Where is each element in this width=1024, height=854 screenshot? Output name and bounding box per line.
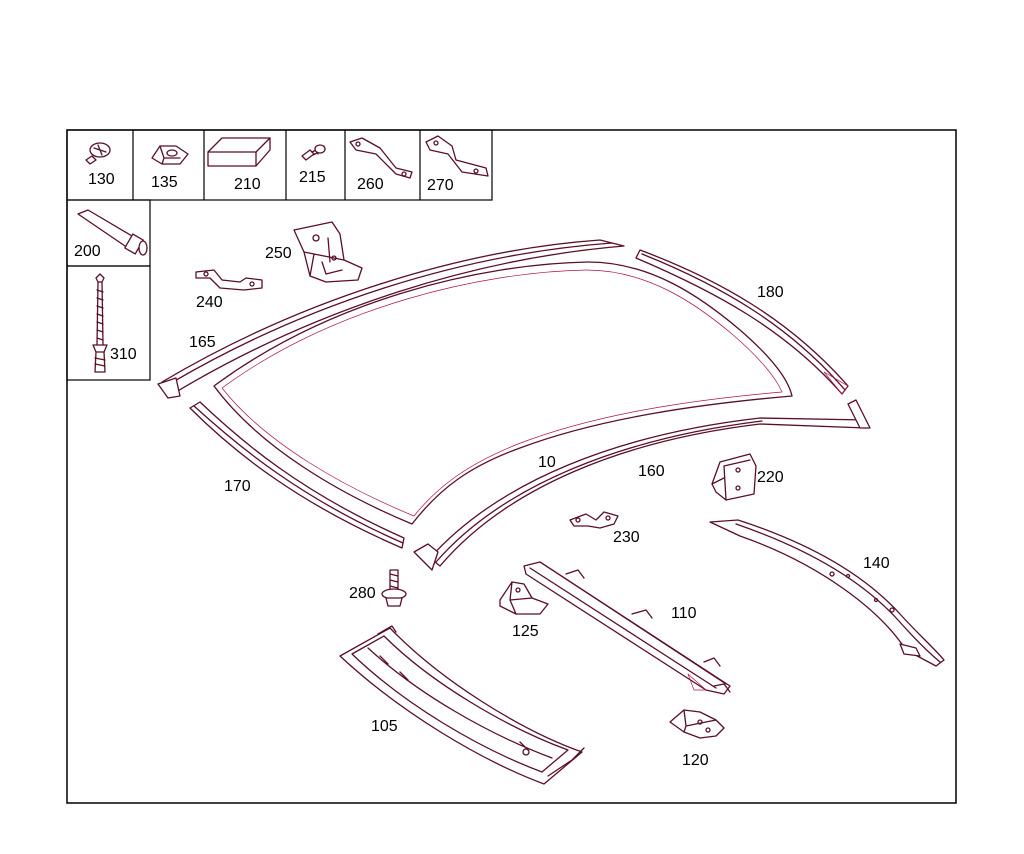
mounting-bracket-250 <box>293 221 363 283</box>
part-label-130: 130 <box>88 171 115 188</box>
part-label-270: 270 <box>427 177 454 194</box>
callout-240: 240 <box>196 294 223 311</box>
diagram-border <box>66 129 957 804</box>
callout-280: 280 <box>349 585 376 602</box>
bracket-220 <box>711 453 757 501</box>
side-strip-160 <box>413 399 871 571</box>
callout-165: 165 <box>189 334 216 351</box>
rear-rail-140 <box>709 519 945 667</box>
part-label-215: 215 <box>299 169 326 186</box>
callout-110: 110 <box>671 605 697 622</box>
callout-10: 10 <box>538 454 556 471</box>
callout-125: 125 <box>512 623 539 640</box>
bracket-125 <box>499 581 549 615</box>
adhesive-tube-icon <box>77 209 148 256</box>
part-label-200: 200 <box>74 243 101 260</box>
callout-160: 160 <box>638 463 665 480</box>
rear-trim-strip-180 <box>635 249 849 395</box>
cross-rail-110 <box>523 561 731 695</box>
callout-220: 220 <box>757 469 784 486</box>
callout-170: 170 <box>224 478 251 495</box>
legend-grid <box>66 129 493 381</box>
bolt-280 <box>381 569 407 607</box>
front-trim-strip-165 <box>157 239 625 399</box>
foam-block-icon <box>207 137 271 167</box>
callout-230: 230 <box>613 529 640 546</box>
bracket-120 <box>669 709 725 739</box>
angle-bracket-icon <box>425 135 489 177</box>
callout-120: 120 <box>682 752 709 769</box>
part-label-210: 210 <box>234 176 261 193</box>
long-bolt-icon <box>92 273 108 373</box>
part-label-260: 260 <box>357 176 384 193</box>
clip-nut-icon <box>151 145 189 165</box>
bracket-icon <box>349 137 413 179</box>
front-frame-105 <box>339 625 585 785</box>
callout-105: 105 <box>371 718 398 735</box>
bracket-230 <box>569 511 619 529</box>
callout-250: 250 <box>265 245 292 262</box>
bolt-icon <box>301 144 326 161</box>
part-label-135: 135 <box>151 174 178 191</box>
side-strip-170 <box>189 401 405 549</box>
small-bracket-240 <box>195 269 263 291</box>
screw-icon <box>85 142 111 165</box>
callout-140: 140 <box>863 555 890 572</box>
roof-glass-10 <box>213 261 793 525</box>
part-label-310: 310 <box>110 346 137 363</box>
callout-180: 180 <box>757 284 784 301</box>
